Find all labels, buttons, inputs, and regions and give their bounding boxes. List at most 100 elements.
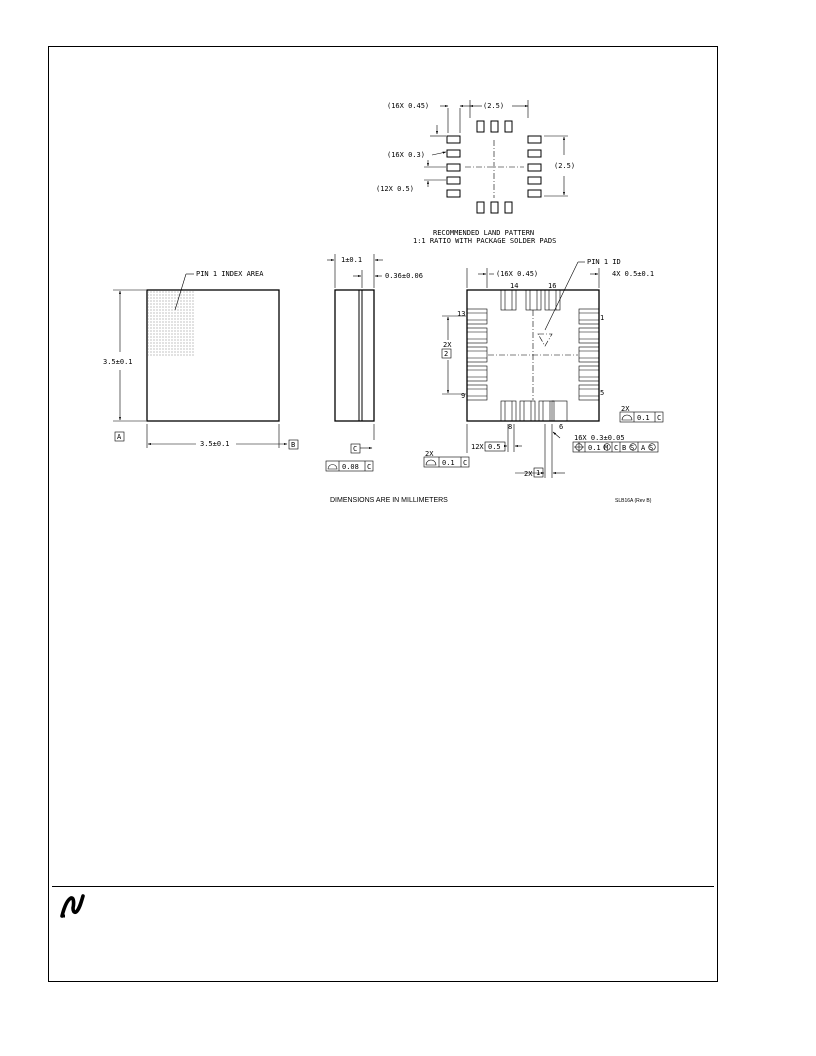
land-pad [476, 201, 485, 214]
land-pad [446, 149, 461, 158]
flatness-frame [325, 460, 374, 472]
package-outline-side [334, 289, 375, 422]
side-basic-value: 2 [444, 350, 448, 358]
lead-pad [578, 346, 600, 363]
land-pad [504, 120, 513, 133]
datum-b-box [288, 439, 299, 450]
datum-b-label: B [291, 441, 295, 449]
land-pad [446, 176, 461, 185]
flatness-symbol-icon [327, 464, 338, 470]
land-pattern-subtitle: 1:1 RATIO WITH PACKAGE SOLDER PADS [413, 237, 556, 245]
mmc-modifier-icon [603, 443, 611, 451]
top-height-dim: 3.5±0.1 [103, 358, 133, 366]
lead-pad [578, 384, 600, 401]
pin1-index-area [148, 291, 194, 357]
lead-pad [525, 289, 542, 311]
top-width-dim: 3.5±0.1 [200, 440, 230, 448]
profile-right-datum: C [657, 414, 661, 422]
units-note: DIMENSIONS ARE IN MILLIMETERS [330, 497, 448, 504]
national-semiconductor-logo-icon [60, 894, 85, 918]
land-pad-width-label: (16X 0.45) [387, 102, 429, 110]
lead-pad [500, 400, 517, 422]
position-ref-2-mod: S [630, 444, 634, 452]
land-span-y-label: (2.5) [554, 162, 575, 170]
land-pattern-title: RECOMMENDED LAND PATTERN [433, 229, 534, 237]
land-pad [476, 120, 485, 133]
profile-left-frame [423, 456, 470, 468]
land-pad [527, 163, 542, 172]
thickness-dim: 1±0.1 [341, 256, 362, 264]
datum-c-box [350, 443, 361, 454]
land-pad [446, 163, 461, 172]
pin-14-label: 14 [510, 282, 518, 290]
side-basic-box [441, 348, 452, 359]
lead-pad [519, 400, 536, 422]
datum-c-label: C [353, 445, 357, 453]
pin1-index-label: PIN 1 INDEX AREA [196, 270, 264, 278]
lead-pad [578, 365, 600, 382]
top-view: PIN 1 INDEX AREA 3.5±0.1 A 3.5±0.1 B [103, 270, 299, 450]
land-pad [504, 201, 513, 214]
position-ref-1: C [614, 444, 618, 452]
standoff-dim: 0.36±0.06 [385, 272, 423, 280]
land-pad [490, 120, 499, 133]
side-count-label: 2X [443, 341, 452, 349]
bottom-count-label: 2X [524, 470, 533, 478]
rfs-modifier-icon [648, 443, 656, 451]
flatness-value: 0.08 [342, 463, 359, 471]
pin-8-label: 8 [508, 423, 512, 431]
pin-1-label: 1 [600, 314, 604, 322]
land-pad [527, 149, 542, 158]
pin-6-label: 6 [559, 423, 563, 431]
profile-right-count: 2X [621, 405, 630, 413]
position-value: 0.1 [588, 444, 601, 452]
lead-pad [538, 400, 555, 422]
position-ref-2: B [622, 444, 626, 452]
profile-right-value: 0.1 [637, 414, 650, 422]
lead-pad [544, 289, 561, 311]
position-ref-3-mod: S [649, 444, 653, 452]
lead-pad [466, 308, 488, 325]
land-pad [446, 135, 461, 144]
package-outline-top [146, 289, 280, 422]
lead-pad [466, 346, 488, 363]
pin-9-label: 9 [461, 392, 465, 400]
drawing-id: SLB16A (Rev B) [615, 498, 652, 504]
bottom-basic-box [533, 467, 544, 478]
profile-left-value: 0.1 [442, 459, 455, 467]
lead-pad [500, 289, 517, 311]
lead-width-label: (16X 0.45) [496, 270, 538, 278]
lead-pad [578, 327, 600, 344]
position-ref-3: A [641, 444, 646, 452]
pitch-count: 12X [471, 443, 484, 451]
land-pad [527, 135, 542, 144]
lead-pad [551, 400, 568, 422]
pin-13-label: 13 [457, 310, 465, 318]
lead-pad [578, 308, 600, 325]
profile-symbol-icon [621, 414, 633, 421]
profile-symbol-icon [425, 459, 437, 466]
corner-dim-label: 4X 0.5±0.1 [612, 270, 654, 278]
land-pad [446, 189, 461, 198]
land-pattern: (16X 0.45) (2.5) (16X 0.3) (2.5) (12X 0.… [376, 100, 575, 245]
datum-a-label: A [117, 433, 122, 441]
position-mmc: M [604, 444, 608, 452]
lead-pad [466, 365, 488, 382]
position-frame [572, 441, 659, 453]
pin1-id-marker-icon [537, 333, 553, 347]
bottom-view: PIN 1 ID (16X 0.45) 4X 0.5±0.1 14 16 13 … [423, 258, 664, 478]
land-pad-length-label: (16X 0.3) [387, 151, 425, 159]
profile-right-frame [619, 411, 664, 423]
pin-16-label: 16 [548, 282, 556, 290]
profile-left-count: 2X [425, 450, 434, 458]
pin-5-label: 5 [600, 389, 604, 397]
page-frame [48, 46, 718, 982]
land-pitch-label: (12X 0.5) [376, 185, 414, 193]
datum-a-box [114, 431, 125, 442]
side-view: 1±0.1 0.36±0.06 C 0.08 C [325, 254, 423, 472]
pitch-basic-value: 0.5 [488, 443, 501, 451]
land-span-x-label: (2.5) [483, 102, 504, 110]
bottom-basic-value: 1 [536, 469, 540, 477]
rfs-modifier-icon [629, 443, 637, 451]
